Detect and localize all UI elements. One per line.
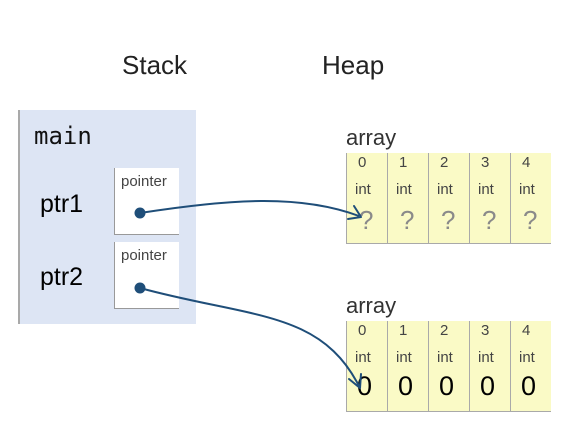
array-cell: 3 int 0 [469, 321, 510, 412]
array-index: 1 [399, 154, 408, 171]
array-element-value: ? [482, 205, 497, 235]
array-element-value: 0 [521, 371, 537, 401]
stack-heading: Stack [122, 50, 188, 80]
array-cell: 2 int 0 [428, 321, 469, 412]
array-element-value: ? [441, 205, 456, 235]
arrowhead-ptr1 [347, 205, 362, 220]
array-element-type: int [396, 349, 412, 366]
pointer-arrow-ptr2 [134, 282, 362, 389]
array-element-value: 0 [398, 371, 414, 401]
array-cell: 1 int 0 [387, 321, 428, 412]
arrowhead-ptr2 [348, 373, 362, 389]
array-element-type: int [437, 349, 453, 366]
array-label-1: array [346, 125, 397, 150]
variable-name-ptr1: ptr1 [40, 190, 84, 218]
array-element-type: int [355, 349, 371, 366]
array-element-type: int [437, 181, 453, 198]
pointer-line-ptr1 [139, 200, 360, 217]
array-element-type: int [478, 349, 494, 366]
array-element-type: int [519, 181, 535, 198]
heap-array-2: 0 int 0 1 int 0 2 int 0 3 int 0 4 int 0 [346, 321, 551, 412]
array-cell: 1 int ? [387, 153, 428, 244]
array-element-type: int [519, 349, 535, 366]
variable-type-ptr2: pointer [121, 247, 167, 264]
array-element-value: 0 [480, 371, 496, 401]
array-index: 0 [358, 322, 367, 339]
array-element-value: 0 [439, 371, 455, 401]
array-index: 1 [399, 322, 408, 339]
heap-array-1: 0 int ? 1 int ? 2 int ? 3 int ? 4 int ? [346, 153, 551, 244]
array-element-value: ? [359, 205, 374, 235]
array-element-value: ? [400, 205, 415, 235]
array-element-type: int [355, 181, 371, 198]
variable-cell-ptr2: pointer [114, 242, 179, 309]
array-cell: 4 int ? [510, 153, 551, 244]
array-index: 4 [522, 322, 531, 339]
pointer-arrow-ptr1 [134, 200, 362, 220]
array-cell: 0 int ? [346, 153, 387, 244]
array-cell: 4 int 0 [510, 321, 551, 412]
array-cell: 2 int ? [428, 153, 469, 244]
array-index: 4 [522, 154, 531, 171]
array-element-type: int [478, 181, 494, 198]
variable-cell-ptr1: pointer [114, 168, 179, 235]
array-element-type: int [396, 181, 412, 198]
variable-name-ptr2: ptr2 [40, 263, 84, 291]
pointer-line-ptr2 [139, 287, 360, 387]
array-index: 0 [358, 154, 367, 171]
array-index: 2 [440, 154, 449, 171]
array-index: 2 [440, 322, 449, 339]
frame-name: main [34, 122, 92, 150]
array-index: 3 [481, 154, 490, 171]
heap-heading: Heap [322, 50, 385, 80]
array-index: 3 [481, 322, 490, 339]
array-element-value: ? [523, 205, 538, 235]
stack-frame-main: main ptr1 pointer ptr2 pointer [18, 110, 196, 324]
variable-type-ptr1: pointer [121, 173, 167, 190]
array-cell: 3 int ? [469, 153, 510, 244]
array-label-2: array [346, 293, 397, 318]
